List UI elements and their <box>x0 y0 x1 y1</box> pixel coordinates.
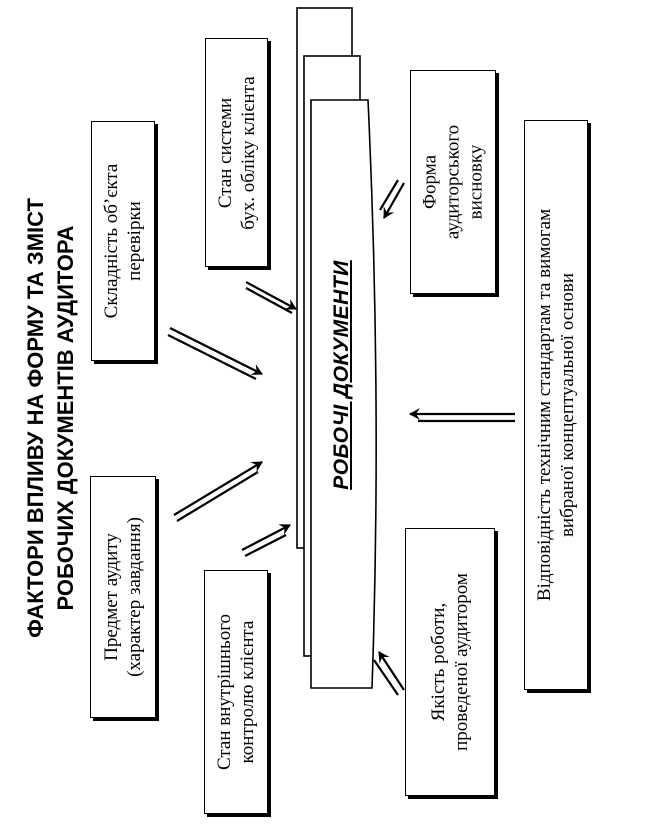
factor-text-standards: Відповідність технічним стандартам та ви… <box>533 209 579 601</box>
factor-box-subject: Предмет аудиту (характер завдання) <box>90 476 156 718</box>
factor-accounting-line2: бух. обліку клієнта <box>237 75 259 230</box>
arrow-standards <box>409 408 515 423</box>
factor-report-line3: висновку <box>465 144 487 220</box>
factor-complexity-line1: Складність об’єкта <box>101 163 122 319</box>
factor-internal-line1: Стан внутрішнього <box>214 613 235 771</box>
factor-box-accounting-system: Стан системи бух. обліку клієнта <box>205 38 268 267</box>
arrow-accounting <box>245 281 297 314</box>
factor-standards-line1: Відповідність технічним стандартам та ви… <box>534 208 555 602</box>
factor-subject-line2: (характер завдання) <box>124 517 145 677</box>
center-label: РОБОЧІ ДОКУМЕНТИ <box>330 260 353 490</box>
document-page-front <box>310 99 377 689</box>
arrow-subject <box>173 461 263 522</box>
arrow-internal-control <box>241 524 291 557</box>
factor-box-standards: Відповідність технічним стандартам та ви… <box>524 120 588 690</box>
arrow-complexity <box>167 327 263 380</box>
factor-text-report-form: Форма аудиторського висновку <box>419 125 488 239</box>
arrows <box>167 179 515 696</box>
factor-box-work-quality: Якість роботи, проведеної аудитором <box>405 528 495 796</box>
factor-text-accounting-system: Стан системи бух. обліку клієнта <box>214 76 260 229</box>
factor-complexity-line2: перевірки <box>124 201 145 281</box>
factor-box-complexity: Складність об’єкта перевірки <box>91 121 155 361</box>
factor-quality-line2: проведеної аудитором <box>451 573 472 751</box>
diagram-title-line2: РОБОЧИХ ДОКУМЕНТІВ АУДИТОРА <box>53 225 78 611</box>
diagram-title-line1: ФАКТОРИ ВПЛИВУ НА ФОРМУ ТА ЗМІСТ <box>23 198 48 638</box>
factor-box-report-form: Форма аудиторського висновку <box>410 70 496 294</box>
factor-internal-line2: контролю клієнта <box>237 620 258 764</box>
factor-standards-line2: вибраної концептуальної основи <box>557 272 578 538</box>
factor-quality-line1: Якість роботи, <box>428 602 449 722</box>
factor-text-complexity: Складність об’єкта перевірки <box>100 164 146 319</box>
factor-accounting-line1: Стан системи <box>214 97 236 208</box>
factor-subject-line1: Предмет аудиту <box>101 533 122 661</box>
factor-text-work-quality: Якість роботи, проведеної аудитором <box>427 573 473 751</box>
factor-box-internal-control: Стан внутрішнього контролю клієнта <box>204 570 268 814</box>
arrow-report-form <box>379 179 405 219</box>
factor-text-internal-control: Стан внутрішнього контролю клієнта <box>213 614 259 770</box>
arrow-work-quality <box>373 651 405 696</box>
factor-report-line1: Форма <box>419 154 441 210</box>
factor-text-subject: Предмет аудиту (характер завдання) <box>100 517 146 677</box>
factor-report-line2: аудиторського <box>442 124 464 240</box>
document-stack <box>296 7 377 689</box>
